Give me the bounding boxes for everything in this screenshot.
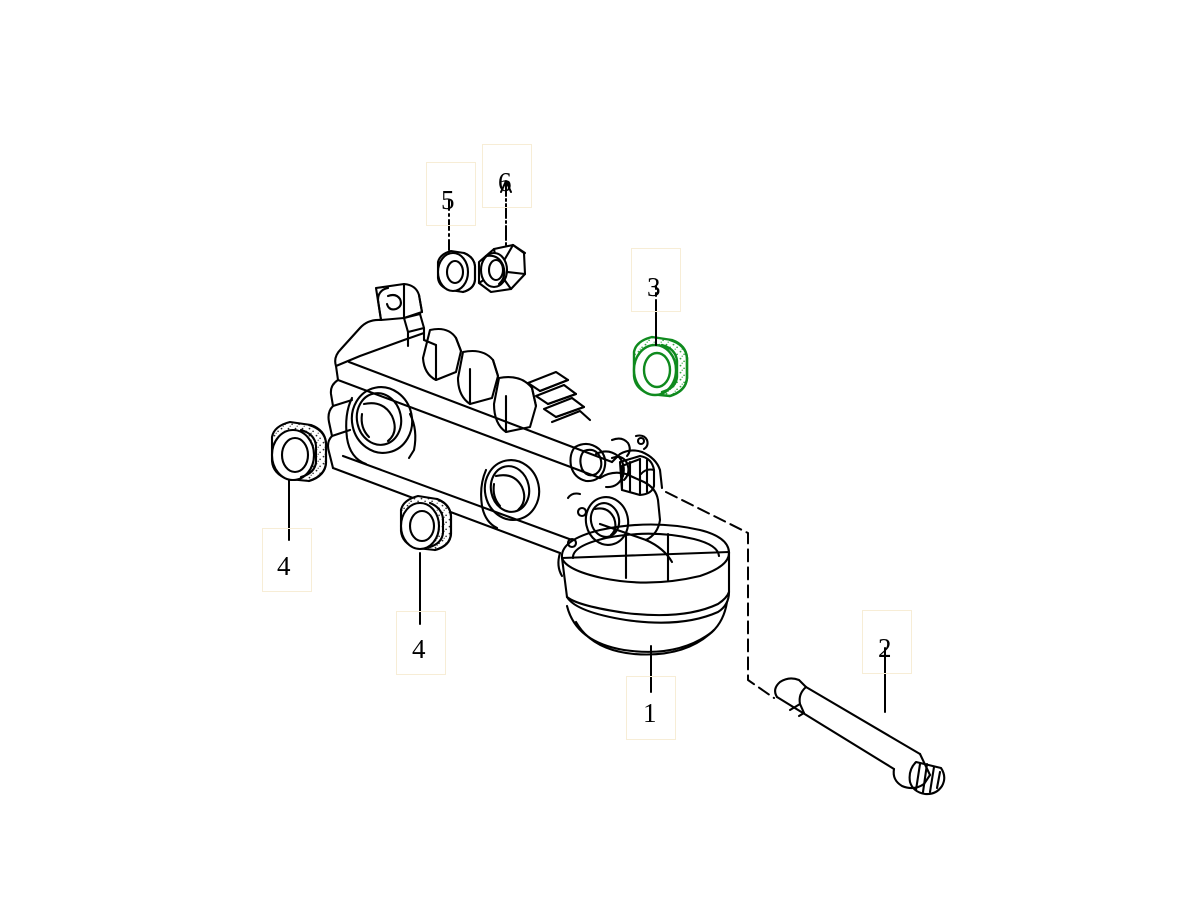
flat-washer bbox=[436, 249, 477, 294]
filter-bowl bbox=[560, 523, 731, 656]
stud-bolt bbox=[774, 677, 946, 796]
callout-number-1[interactable]: 1 bbox=[643, 698, 657, 728]
callout-number-4-b[interactable]: 4 bbox=[412, 634, 426, 664]
leader-lines bbox=[288, 180, 886, 713]
assembly-connector bbox=[665, 491, 775, 699]
callout-number-4-a[interactable]: 4 bbox=[277, 551, 291, 581]
callout-number-2[interactable]: 2 bbox=[878, 633, 892, 663]
leader-6-arrowhead bbox=[500, 180, 512, 193]
pump-body bbox=[326, 282, 674, 578]
part-hotspot-3[interactable] bbox=[631, 248, 681, 312]
hex-nut bbox=[477, 243, 527, 294]
part-hotspot-1[interactable] bbox=[626, 676, 676, 740]
part-hotspot-4-b[interactable] bbox=[396, 611, 446, 675]
callout-number-5[interactable]: 5 bbox=[441, 185, 455, 215]
callout-number-3[interactable]: 3 bbox=[647, 272, 661, 302]
bushing-upper-left bbox=[270, 420, 328, 483]
callout-number-6[interactable]: 6 bbox=[498, 167, 512, 197]
part-hotspot-6[interactable] bbox=[482, 144, 532, 208]
bushing-lower-left bbox=[399, 494, 453, 552]
bushing-highlighted bbox=[632, 335, 689, 398]
part-hotspot-4-a[interactable] bbox=[262, 528, 312, 592]
part-hotspot-5[interactable] bbox=[426, 162, 476, 226]
part-hotspot-2[interactable] bbox=[862, 610, 912, 674]
